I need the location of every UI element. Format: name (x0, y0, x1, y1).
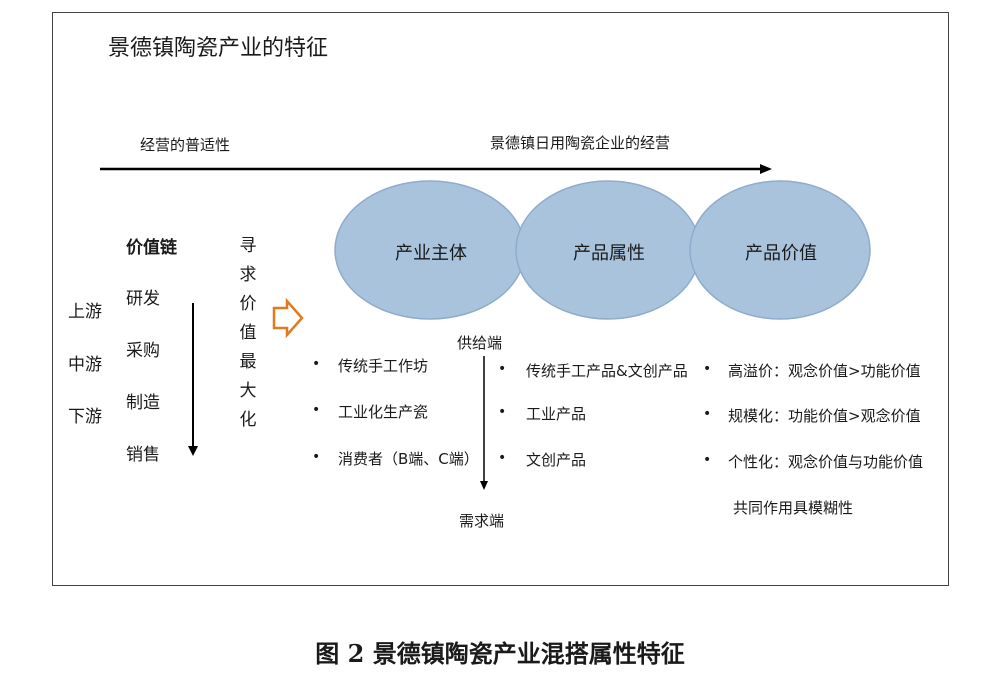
attribute-item: 文创产品 (526, 451, 587, 469)
circle-label-product-attribute: 产品属性 (573, 243, 645, 264)
attribute-item: 工业产品 (526, 405, 587, 423)
value-item: 个性化：观念价值与功能价值 (728, 453, 924, 471)
demand-side-label: 需求端 (459, 512, 505, 530)
bullet-mark: • (703, 361, 712, 377)
stage-downstream: 下游 (68, 407, 102, 427)
arrow-left-label: 经营的普适性 (140, 136, 231, 154)
circle-label-industry-subject: 产业主体 (395, 243, 467, 264)
main-arrow-head (760, 164, 772, 174)
stage-midstream: 中游 (68, 355, 102, 375)
hollow-right-arrow (272, 297, 304, 339)
value-chain-item: 采购 (126, 341, 160, 361)
subject-item: 消费者（B端、C端） (338, 450, 479, 468)
bullet-mark: • (312, 402, 321, 418)
supply-demand-arrow-head (480, 481, 488, 490)
maximize-value-vertical-text: 寻 求 价 值 最 大 化 (239, 236, 257, 430)
attribute-item: 传统手工产品&文创产品 (526, 362, 688, 380)
value-chain-item: 研发 (126, 289, 160, 309)
value-chain-item: 制造 (126, 393, 160, 413)
value-item: 规模化：功能价值>观念价值 (728, 407, 921, 425)
stage-upstream: 上游 (68, 302, 102, 322)
supply-side-label: 供给端 (457, 334, 503, 352)
value-chain-arrow-head (188, 446, 198, 456)
bullet-mark: • (498, 450, 507, 466)
bullet-mark: • (312, 449, 321, 465)
bullet-mark: • (498, 404, 507, 420)
bullet-mark: • (312, 356, 321, 372)
value-chain-item: 销售 (126, 445, 160, 465)
bullet-mark: • (703, 452, 712, 468)
subject-item: 工业化生产瓷 (338, 403, 429, 421)
circle-label-product-value: 产品价值 (745, 243, 817, 264)
diagram-title: 景德镇陶瓷产业的特征 (108, 36, 329, 61)
diagram-frame (52, 12, 949, 586)
bullet-mark: • (498, 361, 507, 377)
bullet-mark: • (703, 406, 712, 422)
arrow-right-label: 景德镇日用陶瓷企业的经营 (490, 134, 671, 152)
subject-item: 传统手工作坊 (338, 357, 429, 375)
value-item: 高溢价：观念价值>功能价值 (728, 362, 921, 380)
figure-caption: 图 2 景德镇陶瓷产业混搭属性特征 (315, 639, 685, 668)
value-chain-heading: 价值链 (126, 238, 177, 258)
circle-product-value (689, 180, 871, 320)
values-note: 共同作用具模糊性 (733, 499, 854, 517)
